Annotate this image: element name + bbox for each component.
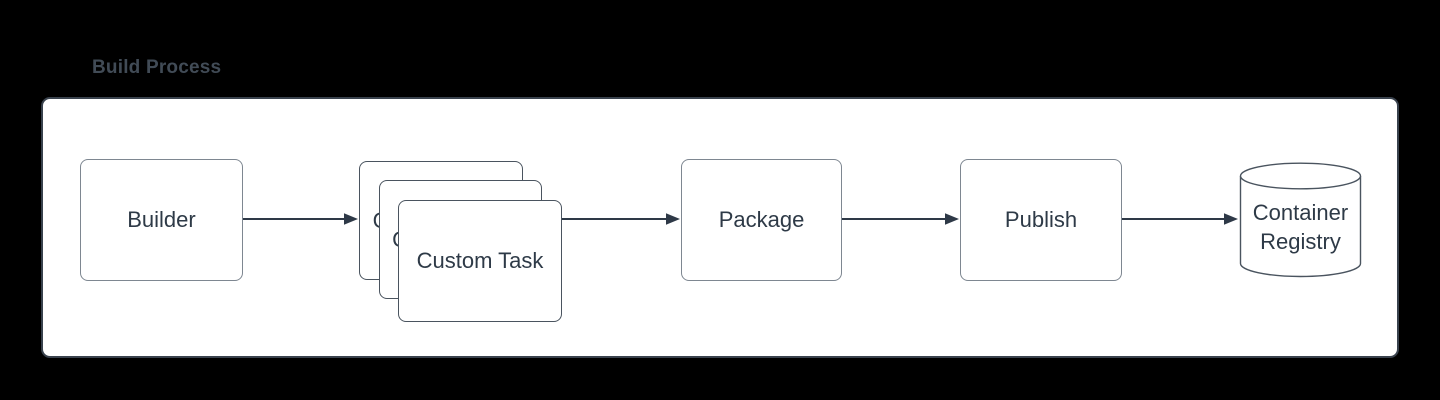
cylinder-shape-icon	[1239, 162, 1362, 278]
container-registry-line1: Container	[1252, 200, 1349, 225]
node-builder-label: Builder	[127, 207, 196, 232]
node-builder[interactable]: Builder	[80, 159, 243, 281]
edge-package-to-publish[interactable]	[841, 213, 959, 225]
node-container-registry[interactable]: Container Registry	[1239, 162, 1362, 278]
page-title: Build Process	[92, 57, 222, 78]
node-custom-task-label: Custom Task	[416, 248, 544, 273]
container-registry-line2: Registry	[1260, 229, 1341, 254]
edge-publish-to-container-registry[interactable]	[1121, 213, 1238, 225]
edge-custom-task-to-package[interactable]	[560, 213, 680, 225]
node-publish[interactable]: Publish	[960, 159, 1122, 281]
node-package[interactable]: Package	[681, 159, 842, 281]
node-custom-task[interactable]: Custom Task	[398, 200, 562, 322]
node-publish-label: Publish	[1004, 207, 1078, 232]
node-package-label: Package	[718, 207, 805, 232]
edge-builder-to-custom-task[interactable]	[242, 213, 358, 225]
node-container-registry-label: Container Registry	[1239, 184, 1362, 270]
